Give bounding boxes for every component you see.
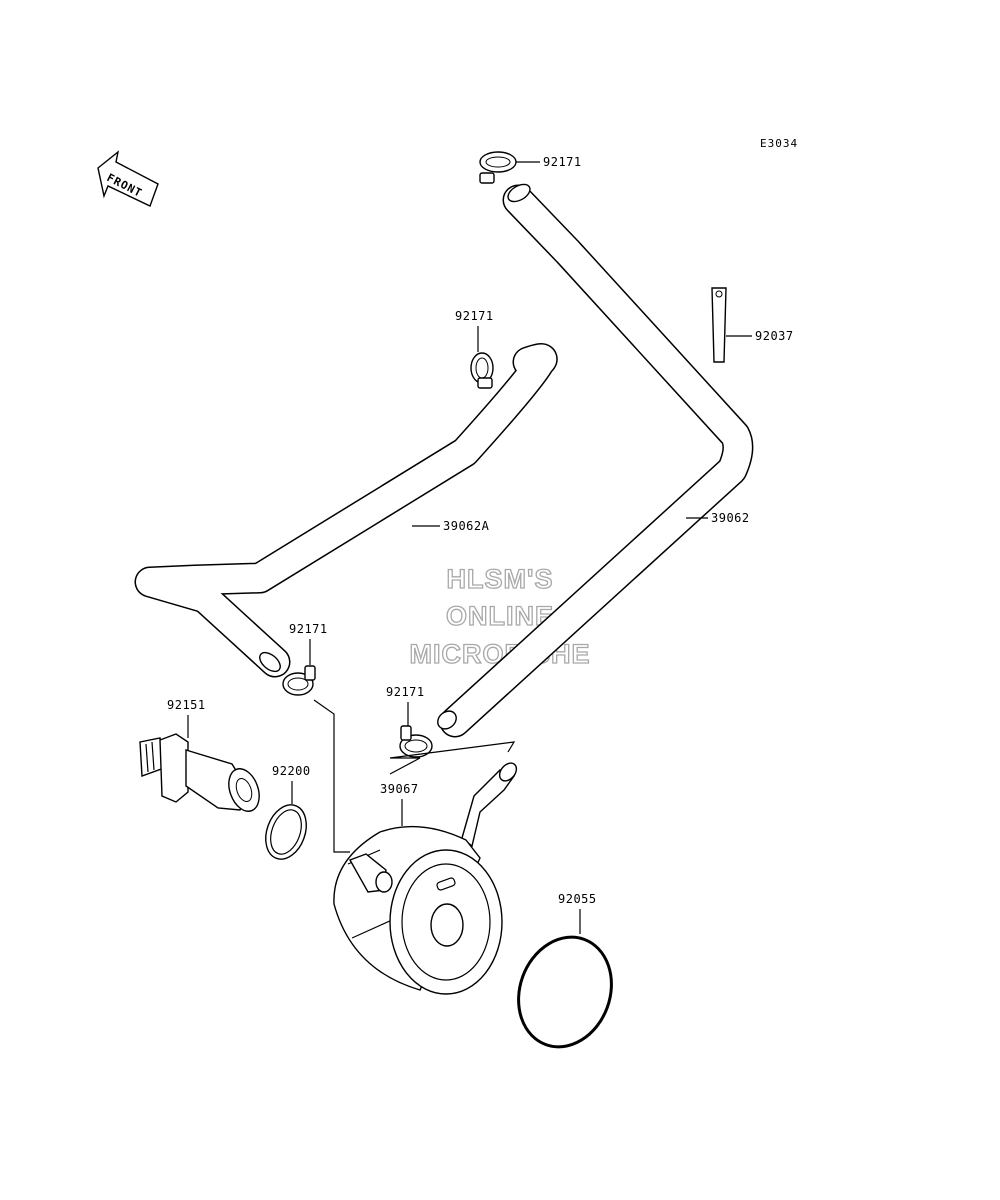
- label-92151: 92151: [167, 698, 206, 712]
- washer-icon: [265, 804, 307, 860]
- label-92200: 92200: [272, 764, 311, 778]
- clamp-middle-icon: [399, 725, 433, 758]
- label-92171-middle-left: 92171: [289, 622, 328, 636]
- label-92171-upper-left: 92171: [455, 309, 494, 323]
- clamp-upper-left-icon: [470, 352, 494, 389]
- hose-left: [134, 343, 558, 678]
- label-39067: 39067: [380, 782, 419, 796]
- clamp-top-icon: [479, 151, 517, 184]
- label-92037: 92037: [755, 329, 794, 343]
- label-92171-top: 92171: [543, 155, 582, 169]
- clamp-middle-left-icon: [282, 665, 316, 696]
- hose-right: [437, 183, 754, 738]
- front-arrow-icon: FRONT: [97, 150, 159, 207]
- watermark: HLSM'S ONLINE MICROFICHE: [409, 563, 590, 669]
- watermark-line-1: HLSM'S: [447, 564, 554, 594]
- bolt-icon: [139, 733, 260, 812]
- diagram-reference-code: E3034: [760, 137, 798, 150]
- band-icon: [711, 287, 727, 363]
- label-92171-middle: 92171: [386, 685, 425, 699]
- o-ring-icon: [517, 935, 613, 1049]
- label-39062: 39062: [711, 511, 750, 525]
- label-39062a: 39062A: [443, 519, 490, 533]
- label-92055: 92055: [558, 892, 597, 906]
- watermark-line-2: ONLINE: [446, 601, 554, 631]
- oil-cooler-icon: [333, 762, 518, 995]
